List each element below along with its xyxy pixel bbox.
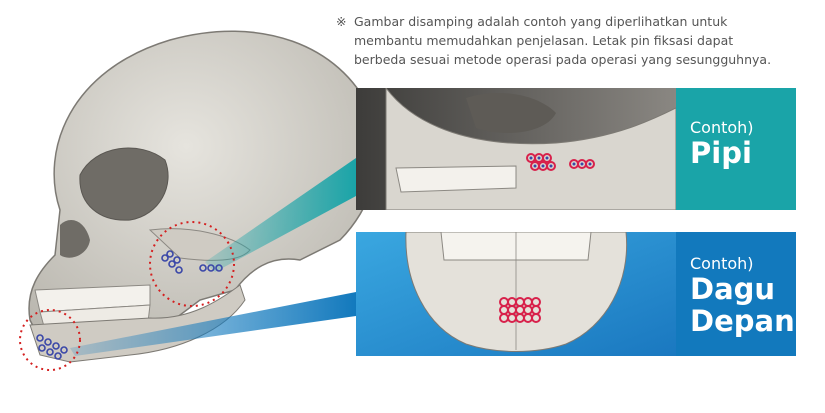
cheek-closeup-image: [356, 88, 676, 210]
mandible: [29, 284, 246, 363]
cheek-pins: [161, 250, 223, 274]
chin-closeup-image: [356, 232, 676, 356]
nasal-cavity: [60, 220, 90, 258]
note-line-1: Gambar disamping adalah contoh yang dipe…: [354, 14, 728, 29]
cheek-connector: [205, 158, 356, 272]
chin-highlight-circle: [19, 309, 81, 371]
chin-label-title-line-1: Dagu: [690, 272, 776, 306]
cheek-label-prefix: Contoh): [690, 118, 754, 137]
cheek-highlight-circle: [149, 221, 235, 307]
chin-label-title-line-2: Depan: [690, 304, 795, 338]
chin-connector: [70, 292, 356, 356]
eye-socket: [79, 147, 169, 221]
chin-pins: [36, 334, 68, 360]
chin-label-box: Contoh) Dagu Depan: [676, 232, 796, 356]
chin-label-prefix: Contoh): [690, 254, 754, 273]
note-line-2: membantu memudahkan penjelasan. Letak pi…: [354, 33, 734, 48]
disclaimer-note: ※ Gambar disamping adalah contoh yang di…: [336, 12, 816, 69]
chin-example-panel: Contoh) Dagu Depan: [356, 232, 796, 356]
cheek-label-box: Contoh) Pipi: [676, 88, 796, 210]
note-line-3: berbeda sesuai metode operasi pada opera…: [354, 52, 772, 67]
reference-mark: ※: [336, 14, 347, 29]
cheek-label-title: Pipi: [690, 136, 752, 170]
cheek-example-panel: Contoh) Pipi: [356, 88, 796, 210]
